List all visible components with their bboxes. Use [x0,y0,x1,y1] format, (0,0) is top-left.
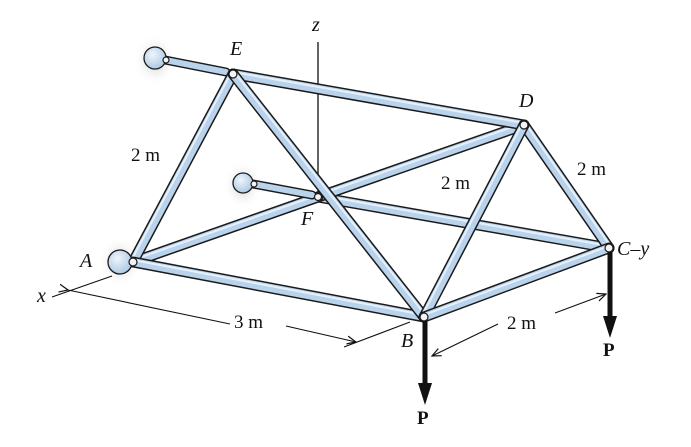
dimension-lines [51,275,606,356]
joint-e [228,69,238,79]
member-bd [418,119,530,323]
support-ball-f [232,172,254,194]
joint-c [604,243,614,253]
joints [128,56,614,322]
joint-a [128,257,138,267]
link-f [248,179,317,200]
link-pin-e [162,56,170,64]
load-label-b: P [417,408,429,429]
load-label-c: P [603,340,615,361]
link-pin-f [250,180,258,188]
member-ae [127,68,239,268]
node-label-c-y: C–y [617,238,650,260]
member-eb [227,68,430,323]
load-arrowhead-c [603,316,617,338]
node-label-a: A [80,250,93,272]
load-arrows [418,252,617,405]
member-bc [418,242,615,323]
node-label-d: D [519,90,534,112]
dim-label-bc: 2 m [507,313,537,334]
node-label-e: E [230,38,243,60]
dim-label-ab: 3 m [234,312,264,333]
joint-b [419,312,429,322]
dim-label-dc: 2 m [577,159,607,180]
member-dc [518,119,615,254]
member-af [127,191,324,268]
support-ball-e [143,46,167,70]
truss-members [127,55,615,323]
link-e [160,55,231,77]
node-label-b: B [401,330,414,352]
member-ed [227,68,530,131]
support-ball-a [107,249,133,275]
joint-f [313,192,323,202]
supports [107,46,254,275]
joint-d [519,120,529,130]
node-label-f: F [301,208,314,230]
dim-label-ae: 2 m [131,145,161,166]
member-ab [127,256,430,323]
dim-label-bd: 2 m [441,173,471,194]
axis-label-x: x [37,285,46,307]
member-fc [312,191,615,254]
axis-label-z: z [312,14,320,36]
member-fd [312,119,530,203]
load-arrowhead-b [418,383,432,405]
